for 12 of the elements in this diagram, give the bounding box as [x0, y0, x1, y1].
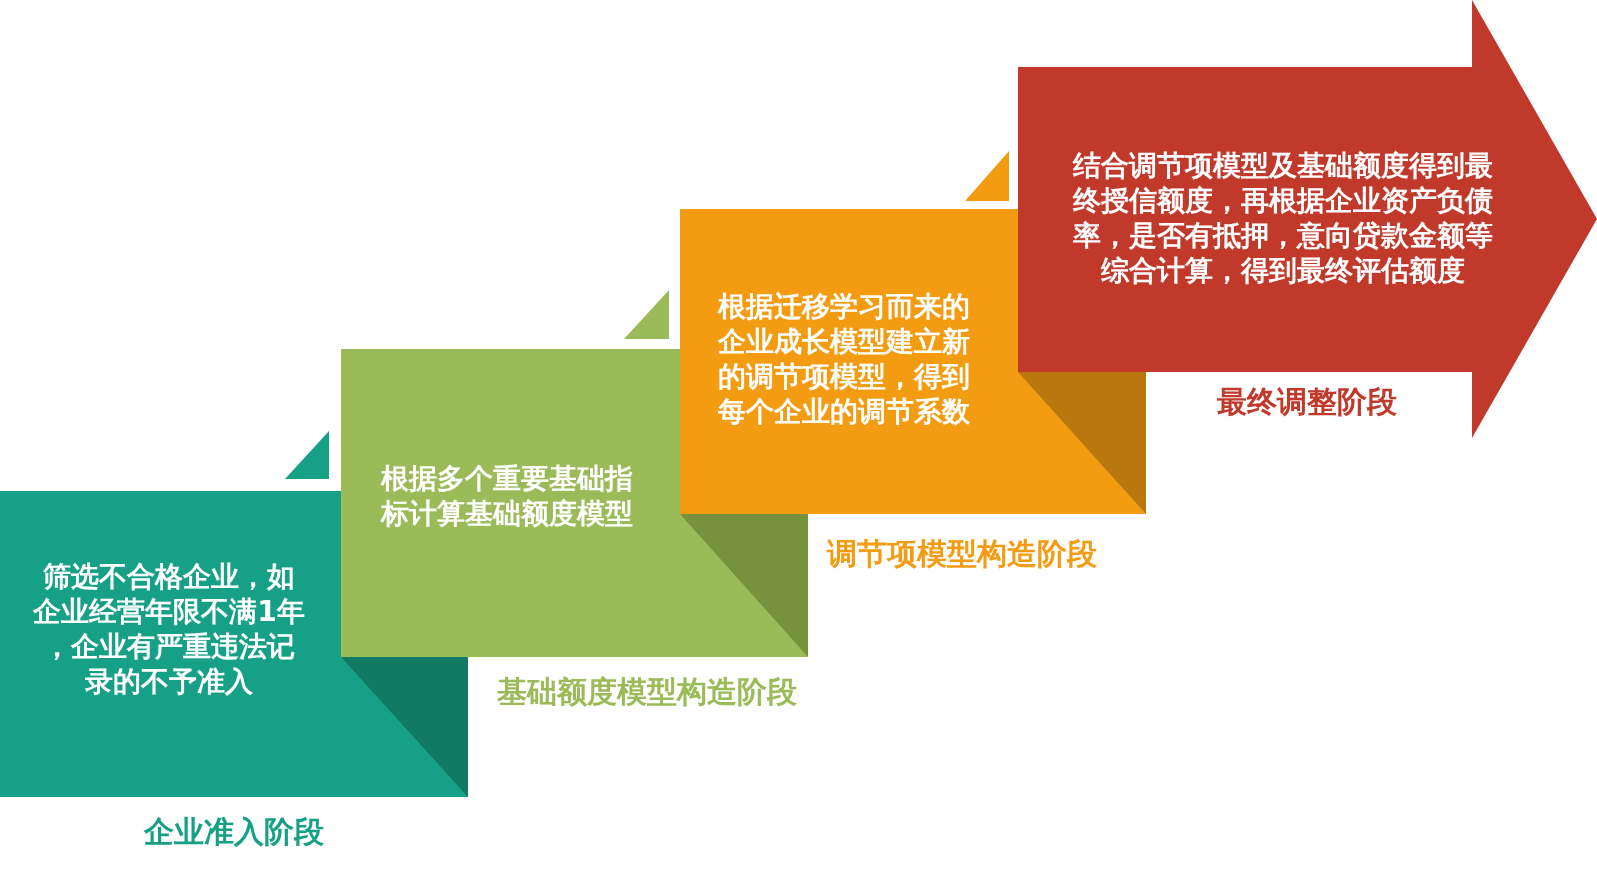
step-description: 结合调节项模型及基础额度得到最终授信额度，再根据企业资产负债率，是否有抵押，意向贷款金额等综合计算，得到最终评估额度 [1071, 148, 1494, 288]
step-description: 筛选不合格企业，如企业经营年限不满1年，企业有严重违法记录的不予准入 [33, 559, 305, 699]
step-description: 根据多个重要基础指标计算基础额度模型 [381, 461, 634, 531]
step-description: 根据迁移学习而来的企业成长模型建立新的调节项模型，得到每个企业的调节系数 [718, 289, 971, 429]
stage-label: 调节项模型构造阶段 [827, 535, 1097, 573]
step-box [680, 209, 1018, 514]
arrow-shape [1018, 0, 1597, 438]
step-box [341, 349, 680, 657]
stage-label: 最终调整阶段 [1217, 383, 1397, 421]
stage-label: 企业准入阶段 [144, 813, 324, 851]
step-box [0, 491, 341, 797]
stage-label: 基础额度模型构造阶段 [497, 673, 797, 711]
